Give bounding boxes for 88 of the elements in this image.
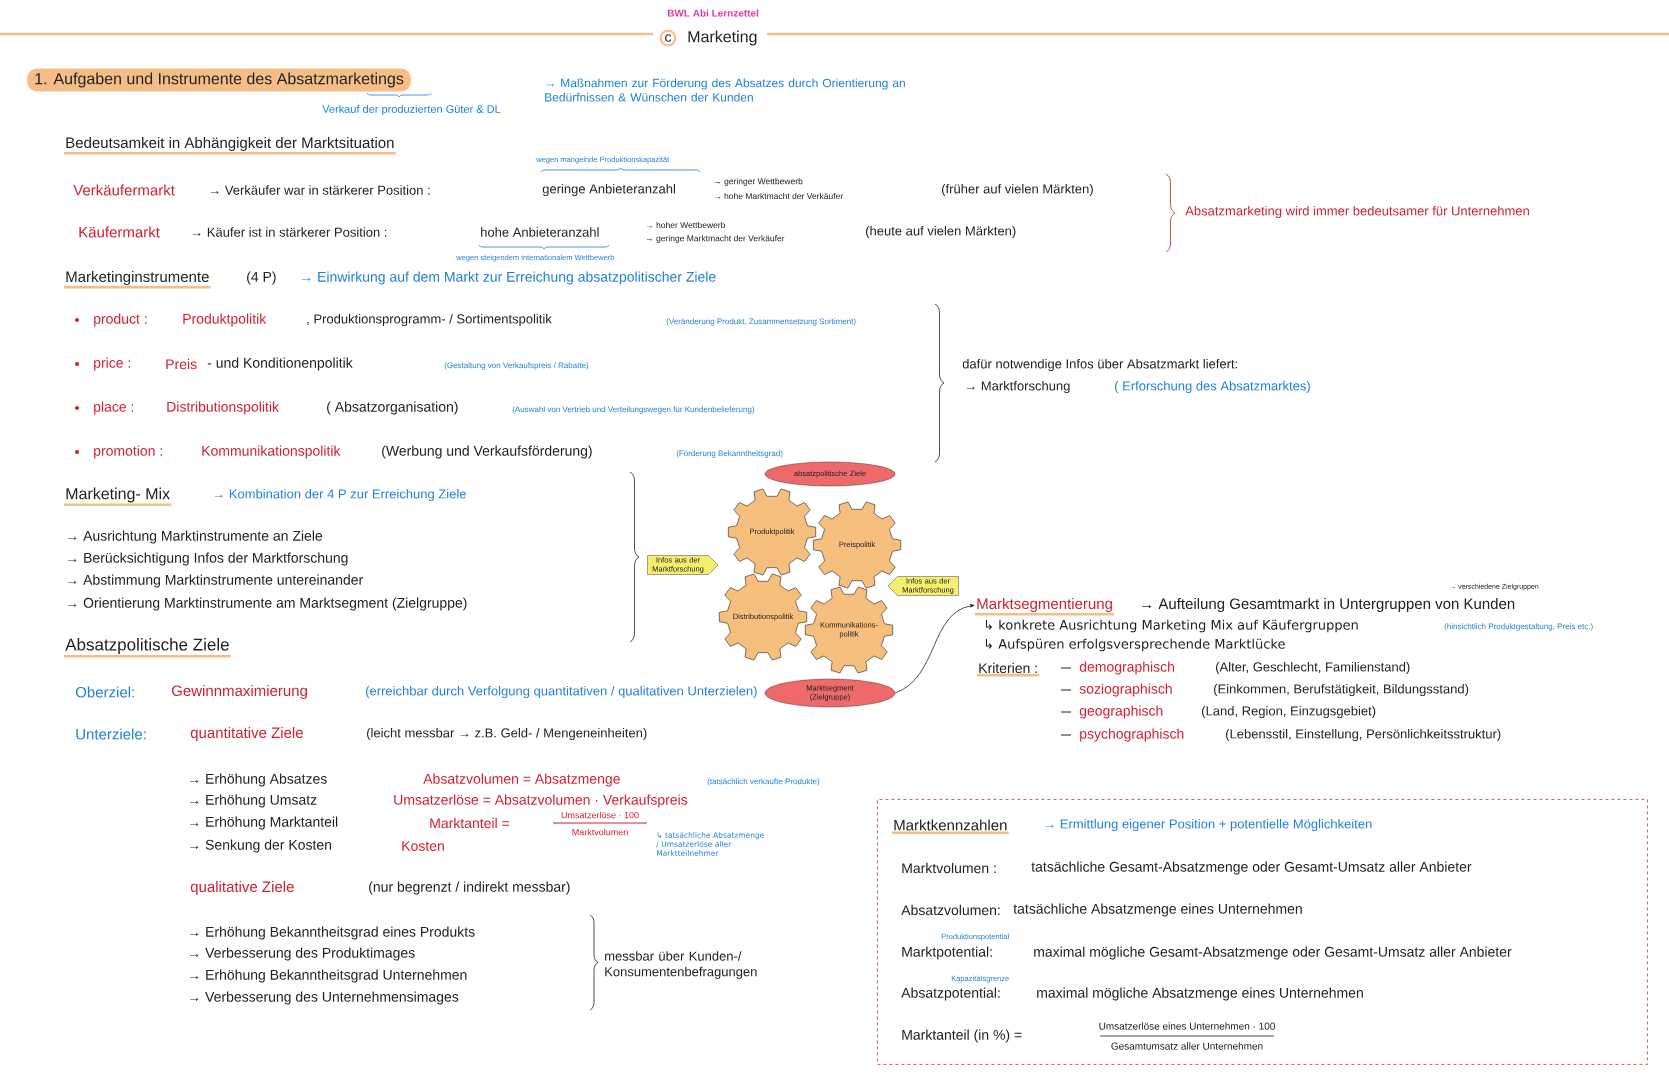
title: Marketing: [688, 30, 757, 46]
text-line: , Produktionsprogramm- / Sortimentspolitik: [307, 313, 552, 327]
text-line: (Lebensstil, Einstellung, Persönlichkeitsstruktur): [1226, 728, 1501, 742]
text-line: geringe Anbieteranzahl: [542, 183, 675, 197]
annotation: Unterziele:: [76, 728, 146, 740]
annotation: → Maßnahmen zur Förderung des Absatzes durch Orientierung an Bedürfnissen & Wünschen der Kunden: [545, 78, 905, 102]
small-note: (tatsächlich verkaufte Produkte): [707, 778, 820, 786]
heading: Marktsegmentierung: [975, 598, 1115, 616]
term: Käufermarkt: [79, 226, 160, 238]
term: Absatzmarketing wird immer bedeutsamer für Unternehmen: [1185, 205, 1529, 219]
arrow: [894, 604, 975, 694]
heading: Absatzpolitische Ziele: [64, 638, 231, 658]
small-note: → hohe Marktmacht der Verkäufer: [714, 192, 843, 200]
term: Absatzvolumen = Absatzmenge: [423, 773, 620, 787]
small-note: (Gestaltung von Verkaufspreis / Rabatte): [444, 362, 589, 370]
text-line: → Erhöhung Bekanntheitsgrad Unternehmen: [190, 969, 467, 983]
term: product :: [94, 313, 147, 327]
text-line: (Land, Region, Einzugsgebiet): [1202, 705, 1376, 719]
text-line: → Erhöhung Bekanntheitsgrad eines Produkts: [190, 926, 475, 940]
text-line: dafür notwendige Infos über Absatzmarkt liefert:: [962, 358, 1238, 372]
text-line: → Berücksichtigung Infos der Marktforschung: [68, 552, 348, 566]
term: demographisch: [1079, 661, 1174, 675]
highlighted-heading: 1. Aufgaben und Instrumente des Absatzmarketings: [27, 68, 411, 92]
text-line: messbar über Kunden-/ Konsumentenbefragungen: [605, 951, 757, 979]
term: geographisch: [1079, 705, 1163, 719]
text-line: → Verbesserung des Produktimages: [190, 947, 415, 961]
text-line: (Werbung und Verkaufsförderung): [382, 445, 592, 459]
heading: Marketing- Mix: [64, 487, 172, 506]
text-line: ( Absatzorganisation): [327, 401, 458, 415]
text-line: (früher auf vielen Märkten): [942, 183, 1093, 197]
small-note: → geringer Wettbewerb: [714, 178, 803, 186]
text-line: (Einkommen, Berufstätigkeit, Bildungsstand): [1214, 683, 1469, 697]
text-line: (4 P): [247, 271, 276, 285]
small-note: (Auswahl von Vertrieb und Verteilungswegen für Kundenbelieferung): [512, 406, 755, 414]
text-line: - und Konditionenpolitik: [207, 357, 353, 371]
small-note: Marktvolumen: [572, 828, 628, 836]
term: Distributionspolitik: [167, 401, 280, 415]
text-line: → Erhöhung Umsatz: [190, 794, 317, 808]
text-line: → Marktforschung: [966, 380, 1070, 394]
text-line: (leicht messbar → z.B. Geld- / Mengeneinheiten): [367, 727, 647, 741]
text-line: → Käufer ist in stärkerer Position :: [192, 227, 387, 237]
annotation: Verkauf der produzierten Güter & DL: [322, 104, 501, 116]
annotation: (erreichbar durch Verfolgung quantitativen / qualitativen Unterzielen): [366, 685, 757, 699]
text-line: → Erhöhung Marktanteil: [190, 816, 338, 830]
text-line: → Orientierung Marktinstrumente am Marktsegment (Zielgruppe): [68, 597, 467, 611]
annotation: → Kombination der 4 P zur Erreichung Ziele: [214, 488, 466, 502]
text-line: → Verkäufer war in stärkerer Position :: [210, 185, 430, 195]
term: Gewinnmaximierung: [171, 685, 307, 699]
small-note: → hoher Wettbewerb: [646, 221, 725, 229]
term: quantitative Ziele: [190, 727, 303, 741]
heading: Bedeutsamkeit in Abhängigkeit der Marktsituation: [64, 137, 396, 155]
annotation: ( Erforschung des Absatzmarktes): [1115, 380, 1310, 394]
term: psychographisch: [1080, 728, 1184, 742]
small-note: (hinsichtlich Produktgestaltung, Preis etc.): [1444, 623, 1593, 631]
text-line: (Alter, Geschlecht, Familienstand): [1216, 661, 1410, 675]
term: Produktpolitik: [183, 313, 267, 327]
heading: Marketinginstrumente: [64, 271, 211, 289]
text-line: ↳ konkrete Ausrichtung Marketing Mix auf Käufergruppen: [985, 619, 1358, 633]
text-line: hohe Anbieteranzahl: [481, 227, 599, 237]
text-line: → Senkung der Kosten: [190, 839, 332, 853]
term: Kommunikationspolitik: [202, 445, 341, 459]
term: Preis: [166, 358, 197, 370]
small-note: (Veränderung Produkt, Zusammensetzung Sortiment): [666, 318, 856, 326]
term: Kosten: [402, 841, 444, 851]
text-line: (heute auf vielen Märkten): [866, 225, 1016, 239]
text-line: → Erhöhung Absatzes: [190, 773, 327, 787]
term: qualitative Ziele: [190, 881, 294, 895]
term: price :: [94, 357, 131, 371]
text-line: → Verbesserung des Unternehmensimages: [190, 991, 459, 1005]
text-line: → Aufteilung Gesamtmarkt in Untergruppen von Kunden: [1142, 598, 1515, 612]
term: Marktanteil =: [430, 817, 510, 829]
text-line: → Abstimmung Marktinstrumente untereinander: [68, 574, 363, 588]
text-line: → Ausrichtung Marktinstrumente an Ziele: [68, 530, 323, 544]
term: Verkäufermarkt: [73, 184, 175, 196]
small-note: (Förderung Bekanntheitsgrad): [676, 450, 783, 458]
text-line: BWL Abi Lernzettel: [667, 9, 759, 17]
text-line: (nur begrenzt / indirekt messbar): [369, 881, 570, 895]
small-note: Umsatzerlöse · 100: [561, 811, 639, 819]
text-line: ↳ Aufspüren erfolgsversprechende Marktlücke: [985, 638, 1285, 652]
term: place :: [94, 401, 134, 415]
small-note: → geringe Marktmacht der Verkäufer: [646, 235, 785, 243]
annotation: Oberziel:: [75, 686, 134, 698]
circled-letter: c: [659, 29, 677, 47]
heading: Kriterien :: [977, 662, 1040, 677]
term: Umsatzerlöse = Absatzvolumen · Verkaufspreis: [394, 794, 688, 808]
annotation: → Einwirkung auf dem Markt zur Erreichung absatzpolitischer Ziele: [302, 271, 716, 285]
term: promotion :: [94, 445, 162, 459]
term: soziographisch: [1079, 683, 1172, 697]
